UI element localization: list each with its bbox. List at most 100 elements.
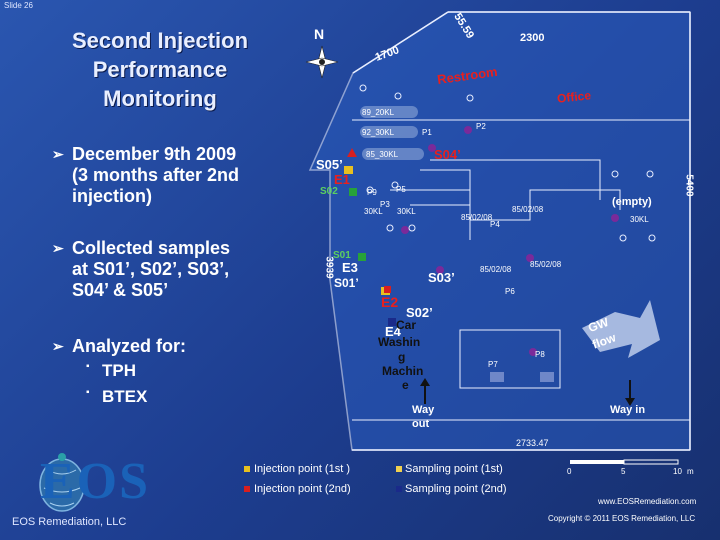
sampling-point-2nd	[388, 318, 396, 326]
sampling-s01: S01’	[334, 276, 359, 290]
dim-top: 2300	[520, 32, 545, 44]
washing-line-4: Machin	[382, 364, 424, 378]
site-outline	[308, 11, 691, 451]
sampling-point-green	[358, 253, 366, 261]
bullet-2: ➢ Collected samples at S01’, S02’, S03’,…	[52, 238, 231, 301]
pump-box	[540, 372, 554, 382]
site-boundary-diagonal	[352, 11, 449, 74]
sampling-s02: S02’	[406, 305, 433, 320]
legend-inj2-swatch	[244, 486, 250, 492]
sub-bullet-btex-label: BTEX	[102, 387, 148, 406]
bullet-1-line-3: injection)	[72, 186, 152, 206]
company-name: EOS Remediation, LLC	[12, 516, 127, 528]
website-link[interactable]: www.EOSRemediation.com	[598, 497, 697, 506]
washing-line-5: e	[402, 378, 409, 392]
legend-samp2-swatch	[396, 486, 402, 492]
bullet-3: ➢ Analyzed for:	[52, 336, 187, 357]
bullet-1-line-1: December 9th 2009	[72, 144, 237, 164]
tank-30kl-c-label: 30KL	[630, 215, 649, 224]
washing-line-3: g	[398, 350, 406, 364]
north-label: N	[314, 26, 325, 42]
date-label-2: 85/02/08	[512, 205, 544, 214]
dim-bottom: 2733.47	[516, 438, 549, 448]
sub-bullet-icon: ▪	[86, 361, 90, 372]
pump-p9: P9	[367, 188, 377, 197]
pump-p7: P7	[488, 360, 498, 369]
bullet-2-line-1: Collected samples	[72, 238, 231, 258]
sampling-point-green	[349, 188, 357, 196]
bullet-1: ➢ December 9th 2009 (3 months after 2nd …	[52, 144, 240, 207]
tank-92-label: 92_30KL	[362, 128, 395, 137]
date-label-1: 85/02/08	[461, 213, 493, 222]
bullet-2-line-3: S04’ & S05’	[72, 280, 169, 300]
way-in-arrow-icon	[625, 380, 635, 406]
copyright: Copyright © 2011 EOS Remediation, LLC	[548, 514, 696, 523]
page-title: Second Injection Performance Monitoring	[40, 26, 280, 113]
bullet-3-line-1: Analyzed for:	[72, 336, 187, 356]
title-line-3: Monitoring	[103, 86, 217, 111]
title-line-2: Performance	[92, 57, 228, 82]
sampling-s04: S04’	[434, 147, 461, 162]
tank-89-label: 89_20KL	[362, 108, 395, 117]
sub-bullet-tph-label: TPH	[102, 361, 136, 380]
monitoring-wells	[401, 126, 619, 356]
date-label-3: 85/02/08	[480, 265, 512, 274]
washing-line-2: Washin	[378, 335, 421, 349]
tank-89	[360, 106, 418, 118]
way-in-label: Way in	[610, 404, 646, 416]
injection-point-1st	[344, 166, 353, 174]
bullet-1-line-2: (3 months after 2nd	[72, 165, 240, 185]
scale-bar	[570, 459, 679, 465]
scale-zero: 0	[567, 467, 572, 476]
scale-ten: 10	[673, 467, 682, 476]
injection-e1: E1	[334, 172, 350, 187]
injection-point-2nd	[384, 286, 391, 293]
legend-injection-1st: Injection point (1st )	[254, 463, 350, 475]
injection-e3: E3	[342, 260, 358, 275]
sub-bullet-btex: ▪ BTEX	[86, 387, 148, 407]
date-label-4: 85/02/08	[530, 260, 562, 269]
tank-92	[360, 126, 418, 138]
injection-e4: E4	[385, 324, 401, 339]
sampling-s03: S03’	[428, 270, 455, 285]
scale-five: 5	[621, 467, 626, 476]
dim-right: 5400	[683, 174, 695, 197]
legend-sampling-2nd: Sampling point (2nd)	[405, 483, 507, 495]
sampling-s02-old: S02	[320, 186, 338, 197]
pump-p6: P6	[505, 287, 515, 296]
tank-30kl-b-label: 30KL	[397, 207, 416, 216]
washing-line-1: Car	[396, 318, 417, 332]
tank-empty-label: (empty)	[612, 196, 652, 208]
way-out-line-1: Way	[412, 404, 435, 416]
sampling-s01-old: S01	[333, 250, 351, 261]
legend-sampling-1st: Sampling point (1st)	[405, 463, 503, 475]
washing-area	[459, 329, 561, 389]
eos-logo-text: EOS	[40, 453, 151, 510]
sub-bullet-icon: ▪	[86, 387, 90, 398]
sub-bullet-tph: ▪ TPH	[86, 361, 136, 381]
legend-samp1-swatch	[396, 466, 402, 472]
gw-flow-arrow-icon	[582, 300, 660, 358]
tank-85-label: 85_30KL	[366, 150, 399, 159]
legend-injection-2nd: Injection point (2nd)	[254, 483, 351, 495]
pump-p5: P5	[396, 185, 406, 194]
pipe-network	[390, 159, 621, 240]
title-line-1: Second Injection	[71, 28, 249, 53]
pump-box	[490, 372, 504, 382]
way-out-arrow-icon	[420, 378, 430, 404]
slide-number: Slide 26	[4, 1, 33, 10]
arrow-bullet-icon: ➢	[52, 338, 64, 354]
compass-icon	[305, 45, 339, 79]
eos-logo-icon	[39, 453, 85, 512]
pump-p3: P3	[380, 200, 390, 209]
injection-point-2nd	[347, 148, 357, 157]
pump-p2: P2	[476, 122, 486, 131]
sampling-s05: S05’	[316, 157, 343, 172]
legend-inj1-swatch	[244, 466, 250, 472]
arrow-bullet-icon: ➢	[52, 146, 64, 162]
device-markers	[359, 84, 656, 242]
tank-30kl-a-label: 30KL	[364, 207, 383, 216]
way-out-line-2: out	[412, 418, 430, 430]
